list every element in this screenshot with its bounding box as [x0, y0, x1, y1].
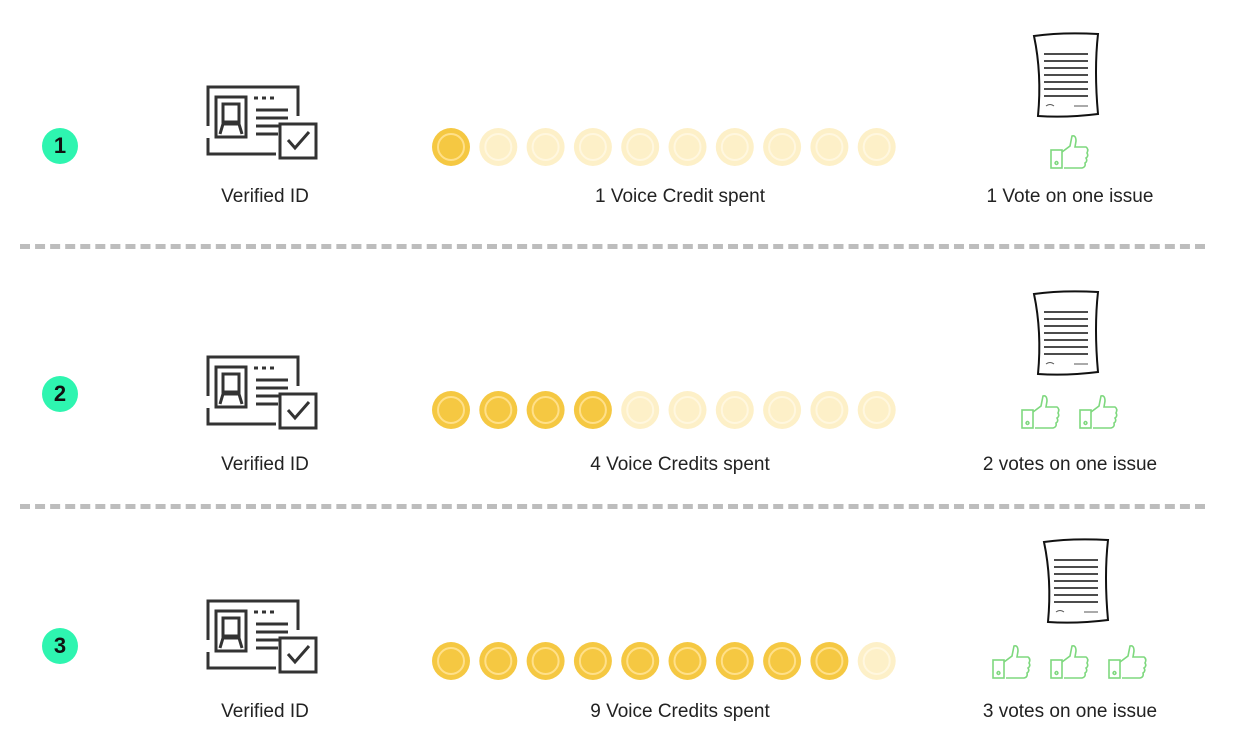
credits-spent-label: 1 Voice Credit spent: [594, 186, 766, 207]
verified-id-card-icon: [206, 355, 318, 430]
thumbs-up-icon: [990, 642, 1034, 682]
verified-id-label: Verified ID: [221, 701, 309, 722]
verified-id-label: Verified ID: [221, 454, 309, 475]
vote-thumbs: [960, 642, 1180, 682]
credits-spent-label: 4 Voice Credits spent: [590, 454, 770, 475]
credits-spent-label: 9 Voice Credits spent: [590, 701, 770, 722]
step-number: 3: [53, 633, 67, 658]
voice-credit-coins: [432, 642, 896, 680]
voice-credit-coins: [432, 128, 896, 166]
verified-id-card-icon: [206, 85, 318, 160]
step-number: 2: [53, 381, 67, 406]
row-divider: [20, 504, 1205, 509]
row-2: 2 Verified ID 4 Voice Credits spent 2 vo…: [42, 290, 1180, 475]
thumbs-up-icon: [1106, 642, 1150, 682]
votes-label: 3 votes on one issue: [982, 701, 1158, 722]
thumbs-up-icon: [1048, 132, 1092, 172]
step-number-badge: 1: [42, 128, 78, 164]
verified-id-label: Verified ID: [221, 186, 309, 207]
verified-id-card-icon: [206, 599, 318, 674]
issue-document-icon: [1032, 32, 1100, 118]
row-divider: [20, 244, 1205, 249]
issue-document-icon: [1042, 538, 1110, 624]
step-number: 1: [53, 133, 67, 158]
thumbs-up-icon: [1048, 642, 1092, 682]
step-number-badge: 3: [42, 628, 78, 664]
thumbs-up-icon: [1077, 392, 1121, 432]
vote-thumbs: [960, 132, 1180, 172]
row-1: 1 Verified ID 1 Voice Credit spent 1 Vot…: [0, 0, 1247, 230]
issue-document-icon: [1032, 290, 1100, 376]
votes-label: 2 votes on one issue: [982, 454, 1158, 475]
step-number-badge: 2: [42, 376, 78, 412]
thumbs-up-icon: [1019, 392, 1063, 432]
votes-label: 1 Vote on one issue: [986, 186, 1154, 207]
vote-thumbs: [960, 392, 1180, 432]
voice-credit-coins: [432, 391, 896, 429]
